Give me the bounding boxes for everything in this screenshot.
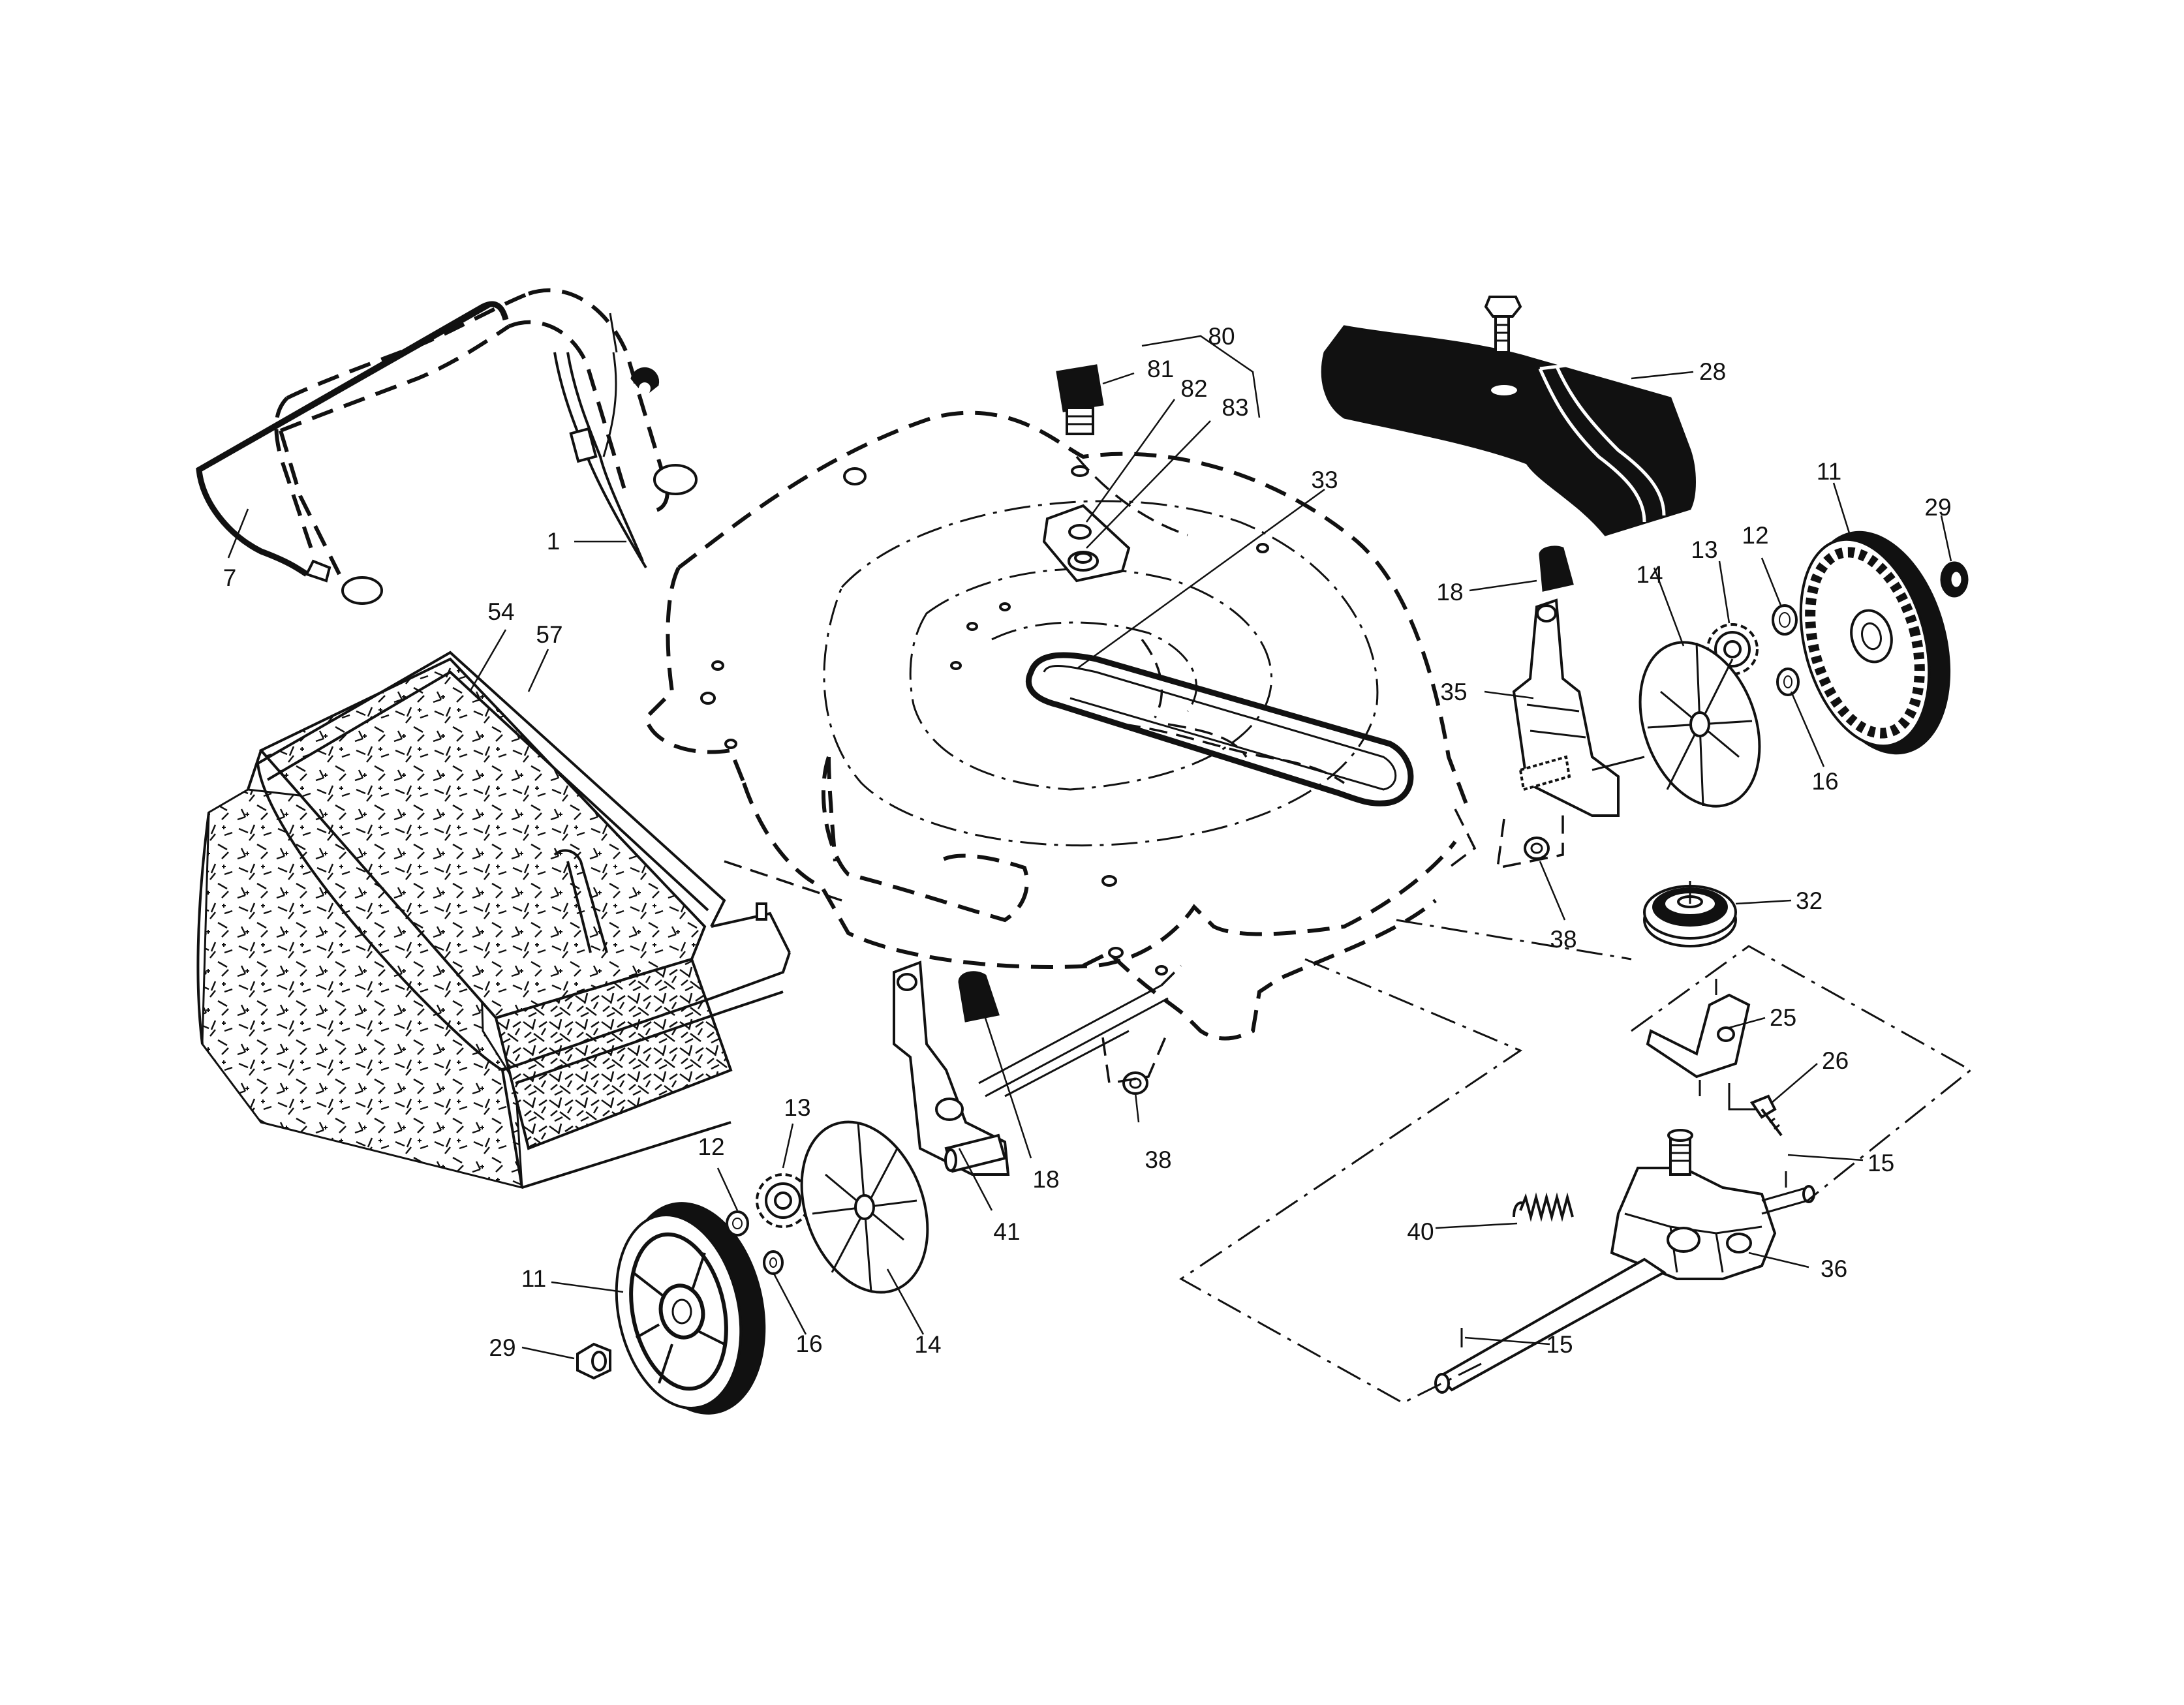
callout-38-front: 38 [1145, 1146, 1171, 1173]
callout-26: 26 [1822, 1047, 1849, 1074]
left-washer-12 [726, 1210, 749, 1237]
callout-83: 83 [1222, 394, 1248, 421]
drive-belt [1025, 652, 1414, 806]
transmission-outline [1179, 919, 1973, 1404]
callout-13-left: 13 [784, 1094, 810, 1121]
callout-33: 33 [1311, 467, 1338, 493]
drive-pulley [1643, 881, 1737, 947]
callout-32: 32 [1796, 887, 1823, 914]
callout-12-left: 12 [698, 1133, 724, 1160]
mower-deck-housing [643, 410, 1477, 1041]
grass-bag [196, 657, 733, 1189]
right-washer-12 [1772, 604, 1798, 636]
callout-11-right: 11 [1817, 458, 1841, 485]
callout-38-right: 38 [1550, 926, 1576, 953]
lower-handle-assembly [274, 288, 698, 605]
callout-16-right: 16 [1811, 768, 1838, 795]
right-rear-wheel [1799, 530, 1951, 755]
callout-1: 1 [547, 528, 561, 555]
callout-18-left: 18 [1032, 1166, 1059, 1193]
right-hubcap-14 [1638, 641, 1761, 808]
callout-81: 81 [1147, 356, 1174, 382]
right-nut-38 [1496, 812, 1564, 870]
drive-spring [1513, 1192, 1574, 1222]
right-wheel-nut [1940, 561, 1969, 598]
transmission-axle [1434, 1257, 1667, 1394]
front-axle [978, 964, 1182, 1098]
callout-14-right: 14 [1636, 561, 1663, 588]
callout-15-left: 15 [1546, 1331, 1573, 1358]
callout-16-left: 16 [795, 1330, 822, 1357]
control-cable [553, 313, 647, 569]
callout-40: 40 [1407, 1218, 1434, 1245]
callout-labels: 80 81 82 83 28 33 1 7 54 57 11 29 18 14 … [223, 323, 1952, 1361]
transmission-gearcase [1610, 1129, 1815, 1280]
callout-7: 7 [223, 564, 237, 591]
callout-14-left: 14 [914, 1331, 941, 1358]
grass-bag-frame [256, 651, 791, 1189]
transmission-bracket [1646, 979, 1751, 1096]
left-gear-13 [756, 1173, 810, 1228]
leader-lines [227, 335, 1952, 1360]
left-lever-knob [958, 971, 1000, 1022]
flap-bolt [1484, 296, 1522, 385]
callout-35: 35 [1440, 679, 1467, 705]
right-washer-16 [1776, 668, 1800, 696]
callout-36: 36 [1821, 1255, 1847, 1282]
height-adjuster-knob [1056, 364, 1104, 477]
height-adjuster-bracket [1042, 504, 1131, 583]
transmission-screw [1728, 1083, 1783, 1137]
right-height-lever [1512, 598, 1645, 817]
callout-28: 28 [1699, 358, 1726, 385]
callout-41: 41 [993, 1218, 1020, 1245]
callout-82: 82 [1180, 375, 1207, 402]
left-height-lever [893, 960, 1010, 1176]
callout-29-left: 29 [489, 1334, 515, 1361]
callout-57: 57 [536, 621, 562, 648]
roll-pins [1460, 1171, 1787, 1347]
control-bar [196, 301, 509, 583]
left-wheel-nut [576, 1342, 611, 1380]
callout-25: 25 [1770, 1004, 1796, 1031]
right-lever-knob [1539, 545, 1574, 592]
rear-flap [1321, 325, 1696, 536]
callout-54: 54 [487, 598, 514, 625]
left-hubcap-14 [800, 1120, 929, 1294]
callout-11-left: 11 [521, 1265, 546, 1292]
callout-12-right: 12 [1742, 522, 1768, 549]
callout-29-right: 29 [1924, 494, 1951, 521]
callout-15-right: 15 [1868, 1150, 1894, 1176]
callout-18-right: 18 [1436, 579, 1463, 606]
left-front-wheel [615, 1202, 766, 1415]
callout-13-right: 13 [1691, 536, 1717, 563]
callout-80: 80 [1208, 323, 1235, 350]
left-washer-16 [763, 1250, 784, 1275]
